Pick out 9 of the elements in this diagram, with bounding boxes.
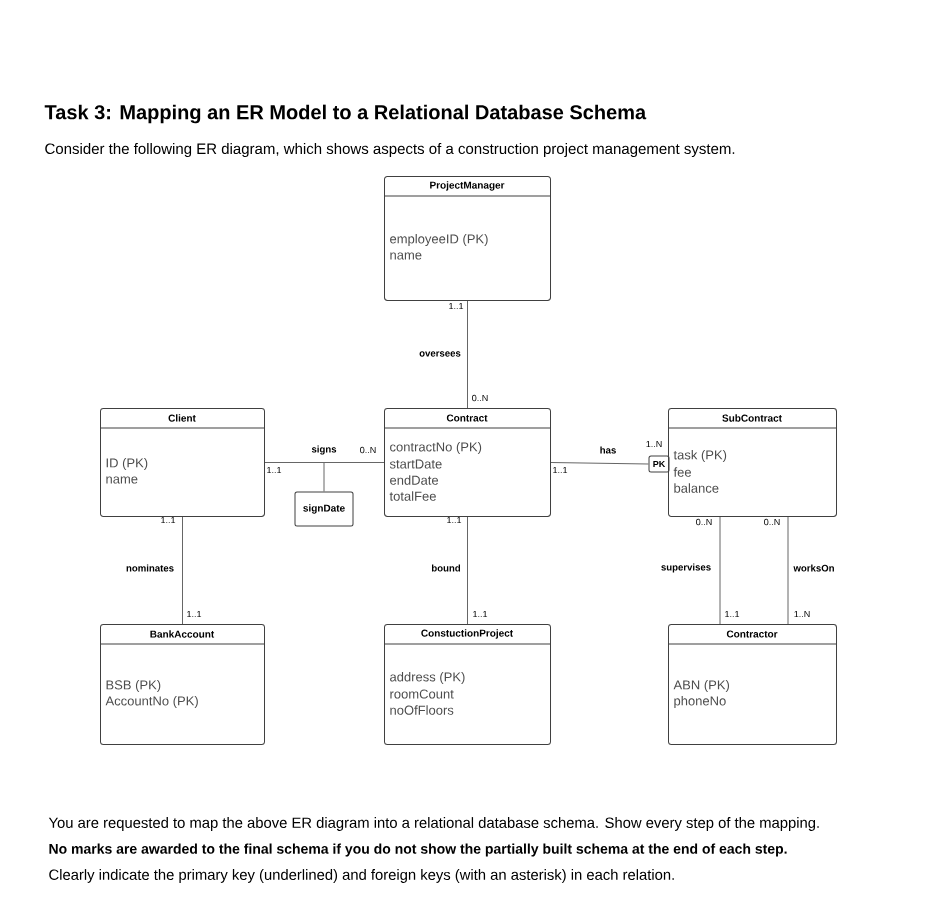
connector-line	[264, 462, 385, 463]
connector-line	[182, 516, 183, 625]
connector-line	[550, 462, 649, 465]
connector-line	[467, 300, 468, 409]
connector-line	[323, 461, 325, 492]
connector-line	[719, 516, 721, 625]
connector-line	[467, 516, 468, 625]
connector-line	[787, 516, 789, 625]
title: Task 3: Mapping an ER Model to a Relational Database Schema	[44, 104, 647, 124]
